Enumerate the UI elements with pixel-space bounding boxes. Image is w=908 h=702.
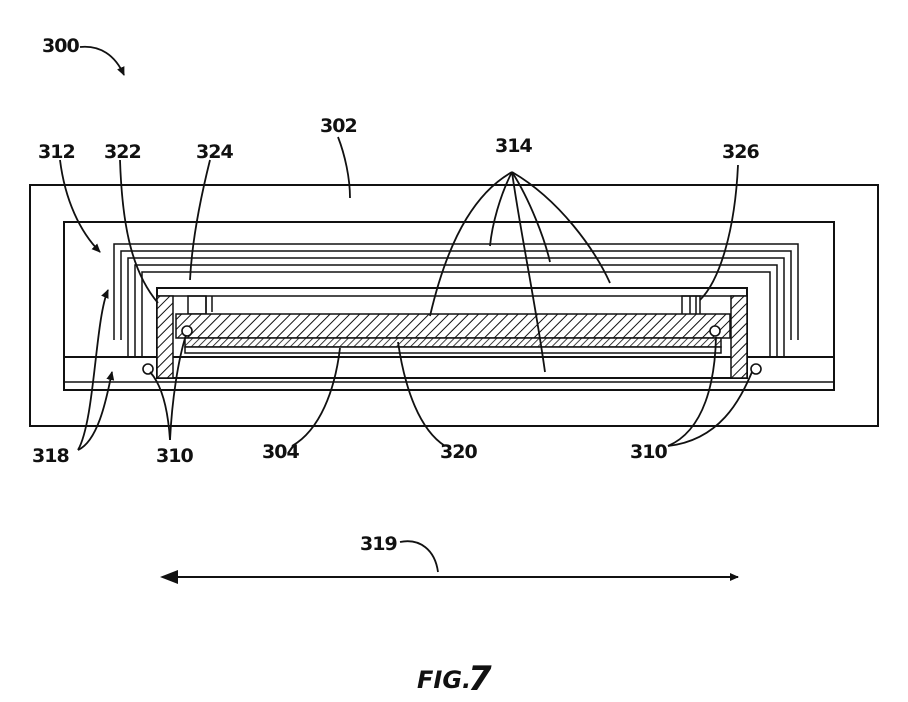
left-tab (188, 296, 206, 314)
ref-324: 324 (196, 141, 233, 163)
leader-302 (338, 137, 350, 198)
ref-322: 322 (104, 141, 141, 163)
leader-312 (60, 160, 100, 252)
leader-324 (190, 160, 210, 280)
ref-304: 304 (262, 441, 299, 463)
ref-326: 326 (722, 141, 759, 163)
ref-302: 302 (320, 115, 357, 137)
ref-310-right: 310 (630, 441, 667, 463)
leader-319 (400, 541, 438, 572)
leader-300 (80, 47, 124, 75)
right-side-wall (731, 296, 747, 378)
roller-left-inner (182, 326, 192, 336)
leader-314-d (512, 172, 610, 283)
roller-right-inner (710, 326, 720, 336)
ref-314: 314 (495, 135, 532, 157)
direction-arrow-left-head (160, 570, 178, 584)
bottom-layer (185, 347, 721, 353)
leader-314-b (490, 172, 512, 246)
leader-322 (120, 160, 158, 303)
ref-312: 312 (38, 141, 75, 163)
inner-enclosure (64, 222, 834, 390)
middle-layer (185, 338, 721, 347)
ref-319: 319 (360, 533, 397, 555)
ref-318: 318 (32, 445, 69, 467)
top-layer (176, 314, 730, 338)
ref-310-left: 310 (156, 445, 193, 467)
leader-304 (292, 348, 340, 446)
figure-caption-number: 7 (468, 659, 492, 699)
ref-300: 300 (42, 35, 79, 57)
left-side-wall (157, 296, 173, 378)
figure-caption-prefix: FIG. (417, 666, 471, 694)
ref-320: 320 (440, 441, 477, 463)
